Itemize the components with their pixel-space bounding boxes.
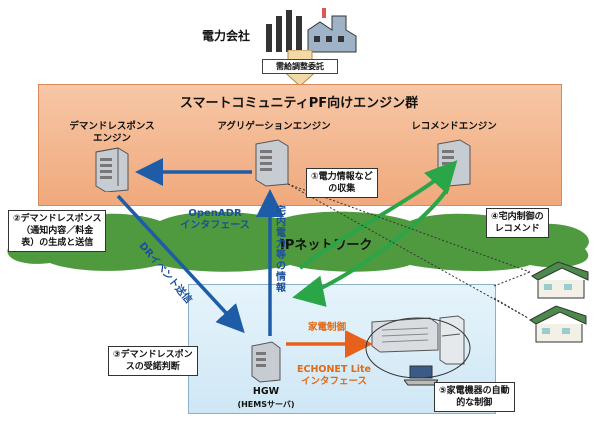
home-power-info-label: 宅内電力等の情報 [276,206,286,294]
dr-server-icon [95,147,129,192]
callout-5: ⑤家電機器の自動 的な制御 [434,382,515,412]
arrow-recommend-down [292,186,450,307]
appliance-control-label: 家電制御 [307,322,346,333]
hgw-server-icon [251,341,281,383]
aggregation-engine-label: アグリゲーションエンジン [217,121,331,132]
contract-badge: 需給調整委託 [262,59,338,74]
callout-4: ④宅内制御の レコメンド [486,208,549,238]
aggregation-server-icon [255,139,289,187]
power-plant-icon [266,8,357,53]
dr-engine-label: デマンドレスポンス エンジン [69,121,155,144]
house-icon-2 [529,305,587,343]
echonet-label: ECHONET Lite インタフェース [296,364,371,387]
openadr-label: OpenADR インタフェース [180,208,250,231]
arrow-dr-event [116,194,245,334]
power-company-label: 電力会社 [201,29,250,43]
hgw-sub-label: (HEMSサーバ) [237,400,295,409]
network-cloud [7,211,589,272]
refrigerator-icon [439,315,465,365]
hgw-label: HGW [252,386,280,397]
house-icon-1 [531,261,589,299]
callout-1: ①電力情報など の収集 [306,168,378,198]
network-label: IPネットワーク [280,238,373,253]
callout-3: ③デマンドレスポン スの受諾判断 [108,346,198,376]
arrow-recommend-up [298,160,458,270]
air-conditioner-icon [371,317,439,353]
callout-2: ②デマンドレスポンス （通知内容／料金 表）の生成と送信 [8,210,107,252]
recommend-engine-label: レコメンドエンジン [411,121,497,132]
platform-title: スマートコミュニティPF向けエンジン群 [179,96,419,111]
